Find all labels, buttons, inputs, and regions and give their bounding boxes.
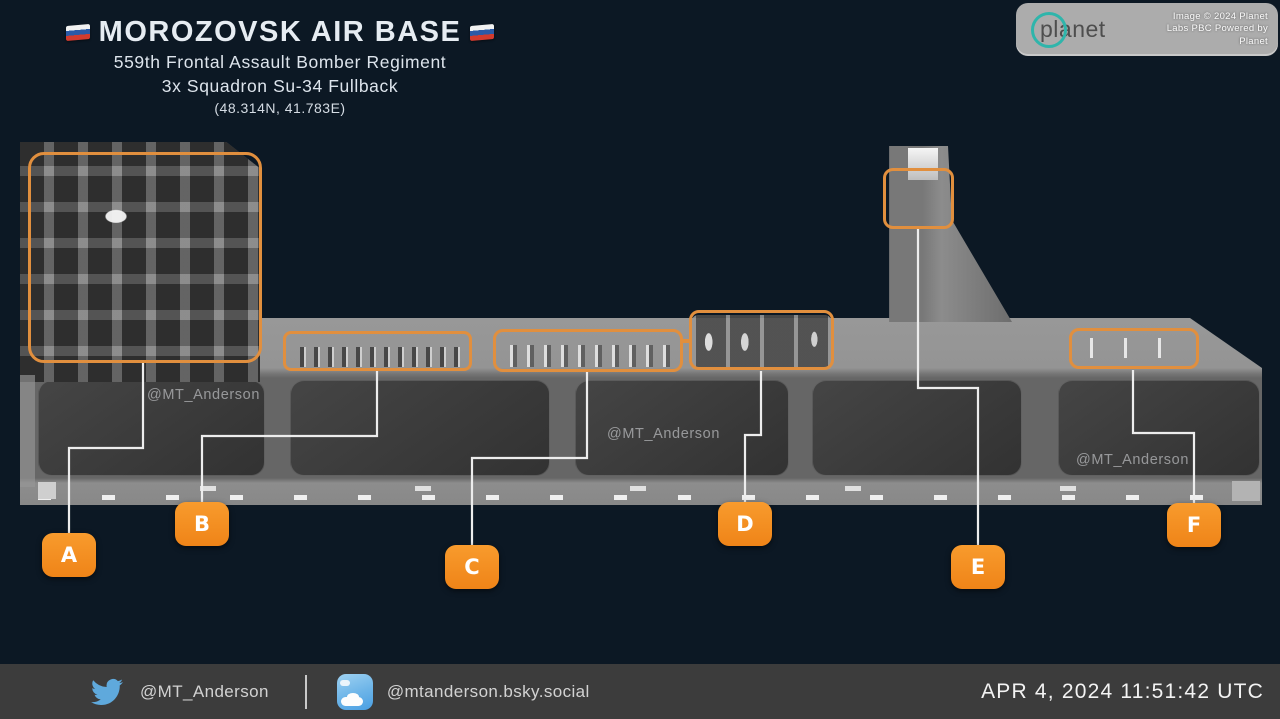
planet-logo: planet [1031,12,1106,48]
image-credit-text: Image © 2024 Planet Labs PBC Powered by … [1166,10,1268,47]
annotation-box-d [689,310,834,370]
watermark: @MT_Anderson [1076,452,1189,468]
apron-block [290,380,550,476]
annotation-box-c [493,329,683,372]
annotation-label-a: A [42,533,96,577]
planet-ring-icon [1031,12,1067,48]
watermark: @MT_Anderson [607,426,720,442]
twitter-handle: @MT_Anderson [140,681,269,701]
runway-centerline-marks [38,495,1248,500]
regiment-subtitle: 559th Frontal Assault Bomber Regiment [113,52,447,72]
annotation-label-c: C [445,545,499,589]
annotation-label-b: B [175,502,229,546]
aircraft-row-b [292,347,464,367]
bright-structure [908,148,938,180]
dispersal-area [20,142,260,382]
annotation-box-b [283,331,472,371]
coordinates-text: (48.314N, 41.783E) [214,100,346,116]
annotation-box-a [28,152,262,363]
annotation-label-d: D [718,502,772,546]
russian-flag-icon [470,23,495,42]
aircraft-row-c [500,345,675,367]
aircraft-row-f [1076,338,1188,358]
runway-end-pad [1232,481,1260,501]
footer-bar: @MT_Anderson @mtanderson.bsky.social APR… [0,664,1280,719]
annotation-box-f [1069,328,1199,369]
russian-flag-icon [65,23,90,42]
footer-divider [304,674,307,709]
runway-end-pad [38,482,56,499]
taxiway-edge [20,375,35,487]
twitter-icon [91,678,123,705]
annotation-box-e [883,168,954,229]
annotation-label-e: E [951,545,1005,589]
capture-timestamp: APR 4, 2024 11:51:42 UTC [981,679,1264,703]
page-title: MOROZOVSK AIR BASE [98,16,462,48]
watermark: @MT_Anderson [147,387,260,403]
title-block: MOROZOVSK AIR BASE 559th Frontal Assault… [10,16,550,116]
bluesky-icon [336,673,373,710]
runway-threshold-marks [200,486,1100,491]
bluesky-handle: @mtanderson.bsky.social [386,681,590,701]
planet-attribution-box: planet Image © 2024 Planet Labs PBC Powe… [1016,3,1278,56]
apron-block [812,380,1022,476]
revetments-d [692,315,831,369]
annotation-label-f: F [1167,503,1221,547]
squadron-subtitle: 3x Squadron Su-34 Fullback [161,76,399,96]
